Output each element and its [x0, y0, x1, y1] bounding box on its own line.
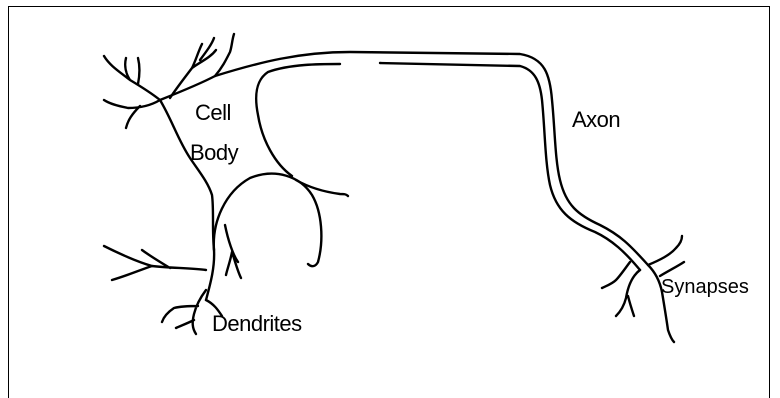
cell-label: Cell	[195, 100, 231, 126]
body-label: Body	[190, 140, 238, 166]
dendrite-lower-down	[162, 290, 206, 334]
dendrite-loop	[214, 174, 322, 267]
dendrite-top-mid	[104, 100, 160, 128]
cell-body-right-outline	[256, 64, 340, 176]
dendrite-top-branch	[170, 38, 216, 98]
dendrites-label: Dendrites	[212, 311, 302, 337]
axon-inner-line	[380, 63, 640, 270]
dendrite-inner-twig	[225, 225, 241, 278]
dendrite-top-right-twig	[215, 34, 234, 76]
dendrite-lower-left	[104, 246, 206, 280]
synapses-label: Synapses	[661, 276, 749, 299]
dendrite-loop-branch	[296, 180, 348, 196]
axon-label: Axon	[572, 107, 620, 133]
dendrite-top-left	[104, 56, 160, 100]
